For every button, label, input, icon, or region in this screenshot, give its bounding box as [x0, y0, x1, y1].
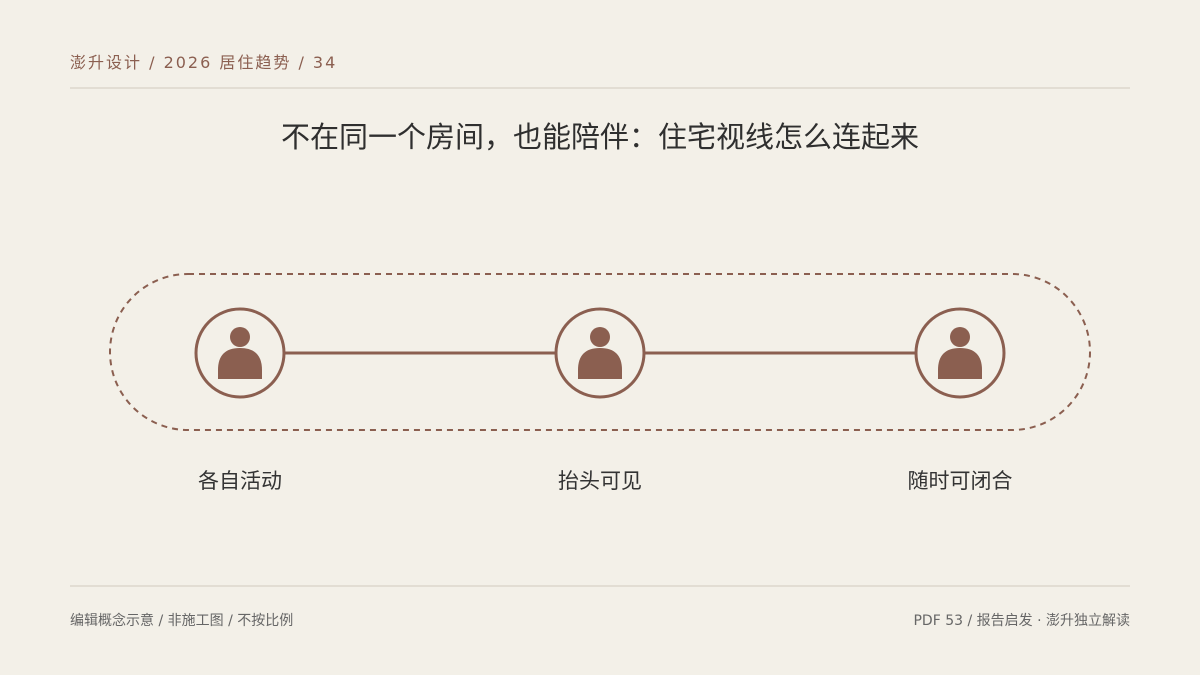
page-title: 不在同一个房间，也能陪伴：住宅视线怎么连起来: [280, 120, 919, 154]
footer-source: PDF 53 / 报告启发 · 澎升独立解读: [913, 613, 1130, 629]
person-icon: [938, 327, 982, 379]
breadcrumb: 澎升设计 / 2026 居住趋势 / 34: [70, 53, 338, 72]
node-label-2: 抬头可见: [558, 469, 642, 493]
node-3: [914, 307, 1006, 399]
footer-divider: [70, 585, 1130, 587]
person-icon: [218, 327, 262, 379]
node-label-1: 各自活动: [198, 469, 282, 493]
node-2: [554, 307, 646, 399]
dashed-boundary: [109, 273, 1091, 431]
person-icon: [578, 327, 622, 379]
node-1: [194, 307, 286, 399]
header-divider: [70, 87, 1130, 89]
footer-note: 编辑概念示意 / 非施工图 / 不按比例: [70, 613, 294, 629]
node-label-3: 随时可闭合: [907, 469, 1013, 493]
